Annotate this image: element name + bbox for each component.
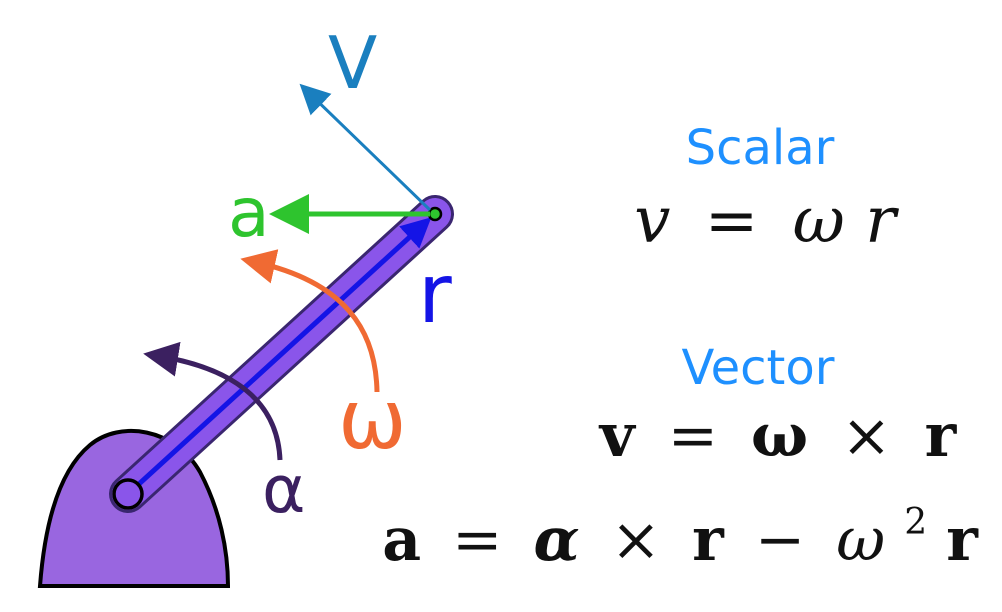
vector-eq-equals: = (668, 401, 718, 471)
accel-eq-equals: = (452, 505, 502, 575)
scalar-equation: v = ω r (634, 184, 899, 258)
vector-heading: Vector (682, 340, 835, 396)
accel-eq-alpha: α (534, 505, 580, 575)
acceleration-label: a (228, 174, 270, 253)
accel-eq-r2: r (946, 505, 979, 575)
velocity-vector-arrow (299, 83, 432, 212)
scalar-eq-r: r (865, 184, 899, 258)
scalar-eq-v: v (634, 184, 670, 258)
accel-eq-times: × (611, 505, 661, 575)
scalar-heading: Scalar (686, 120, 835, 176)
base-pivot-pin (112, 478, 144, 510)
vector-eq-times: × (841, 401, 891, 471)
angular-velocity-arrow (240, 249, 380, 393)
accel-eq-omega: ω (836, 505, 885, 575)
accel-eq-minus: − (755, 505, 805, 575)
radius-label: r (418, 247, 452, 342)
scalar-eq-equals: = (705, 184, 759, 258)
omega-label: ω (338, 373, 407, 468)
radius-vector-arrow (126, 217, 432, 496)
accel-eq-superscript: 2 (904, 502, 927, 543)
vector-eq-r: r (925, 401, 958, 471)
accel-eq-r1: r (692, 505, 725, 575)
alpha-label: α (262, 451, 306, 528)
angular-acceleration-arrow (143, 341, 283, 461)
vector-acceleration-equation: a = α × r − ω 2 r (382, 479, 979, 575)
accel-eq-a: a (382, 505, 421, 575)
vector-eq-omega: ω (751, 401, 808, 471)
vector-eq-v: v (598, 401, 637, 471)
scalar-eq-omega: ω (793, 184, 845, 258)
vector-velocity-equation: v = ω × r (598, 401, 958, 471)
velocity-label: V (328, 21, 377, 105)
tip-pivot-pin (427, 206, 443, 222)
